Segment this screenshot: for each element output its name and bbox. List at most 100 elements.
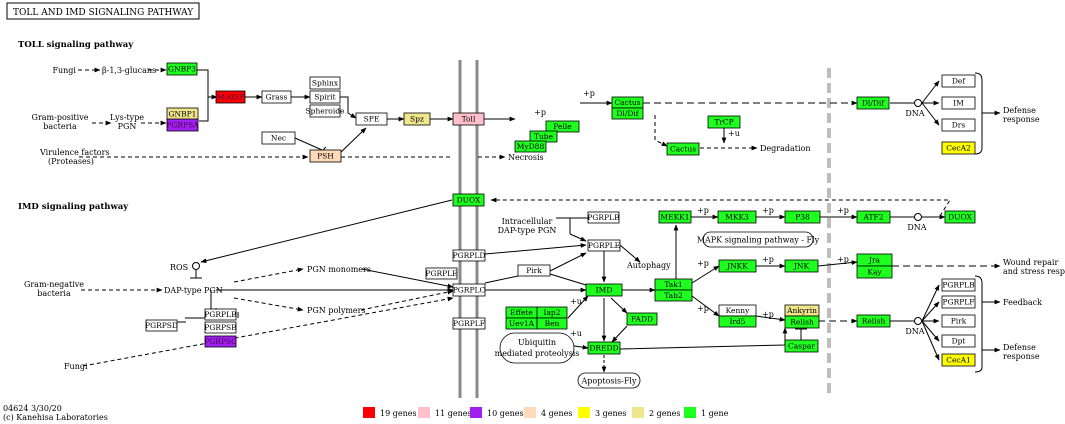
gene-node[interactable]: Pirk <box>941 314 976 328</box>
gene-node[interactable]: P38 <box>784 210 821 224</box>
gene-node-label: Kenny <box>726 306 751 315</box>
gene-node[interactable]: GNBP3 <box>166 62 198 76</box>
gene-node-label: PGRPLB <box>942 281 975 290</box>
gene-node[interactable]: Tube <box>529 130 558 143</box>
gene-node[interactable]: Dpt <box>941 334 976 348</box>
gene-node-label: GNBP1 <box>169 110 197 119</box>
gene-node[interactable]: PGRPLE <box>425 267 458 280</box>
gene-node[interactable]: DREDD <box>587 341 621 355</box>
gene-node-box <box>204 335 237 348</box>
gene-node[interactable]: Ben <box>536 317 568 330</box>
pathway-map-label: MAPK signaling pathway - Fly <box>697 236 820 245</box>
gene-node-box <box>166 62 198 76</box>
gene-node[interactable]: Def <box>941 74 976 88</box>
gene-node[interactable]: MEKK1 <box>658 210 692 224</box>
gene-node-box <box>658 210 692 224</box>
gene-node[interactable]: IMD <box>585 283 623 297</box>
gene-node[interactable]: Sphinx <box>309 76 341 90</box>
gene-node[interactable]: FADD <box>626 312 658 326</box>
gene-node[interactable]: Pirk <box>517 264 551 277</box>
gene-node[interactable]: PGRPLB <box>204 308 237 321</box>
gene-node[interactable]: DUOX <box>452 193 485 207</box>
gene-node-label: JNK <box>793 262 810 271</box>
gene-node[interactable]: Uev1A <box>505 317 538 330</box>
gene-node[interactable]: PGRPSD <box>145 319 178 332</box>
gene-node[interactable]: Effete <box>505 306 538 319</box>
gene-node-label: DREDD <box>589 344 618 353</box>
gene-node[interactable]: Pelle <box>545 120 580 133</box>
diagram-label: Lys-type <box>110 113 144 122</box>
gene-node-label: FADD <box>631 315 653 324</box>
pathway-map-link[interactable]: Apoptosis-Fly <box>577 372 641 389</box>
gene-node[interactable]: JNK <box>784 259 819 273</box>
gene-node[interactable]: Iap2 <box>536 306 568 319</box>
gene-node-box <box>215 90 246 104</box>
gene-node[interactable]: Jra <box>856 253 893 267</box>
gene-node-label: Uev1A <box>509 319 535 328</box>
gene-node[interactable]: Drs <box>941 118 976 132</box>
gene-node-label: Ankyrin <box>786 306 817 315</box>
gene-node-box <box>856 96 890 110</box>
gene-node[interactable]: Grass <box>261 90 292 104</box>
gene-node[interactable]: Ird5 <box>718 315 757 328</box>
pathway-map-link[interactable]: MAPK signaling pathway - Fly <box>697 231 820 248</box>
gene-node[interactable]: PGRPSA <box>166 118 199 132</box>
gene-node[interactable]: PGRPLB <box>941 278 976 292</box>
gene-node[interactable]: PGRPLE <box>587 239 621 252</box>
gene-node[interactable]: ATF2 <box>856 210 891 224</box>
gene-node-box <box>718 315 757 328</box>
gene-node[interactable]: DUOX <box>944 210 976 224</box>
gene-node[interactable]: Relish <box>784 315 820 329</box>
gene-node[interactable]: Cactus <box>666 142 700 156</box>
gene-node[interactable]: ModSP <box>215 90 246 104</box>
gene-node[interactable]: PSH <box>309 149 342 163</box>
gene-node[interactable]: CecA1 <box>941 353 976 367</box>
gene-node[interactable]: Relish <box>856 314 891 328</box>
gene-node[interactable]: Spheroide <box>306 104 346 118</box>
gene-node[interactable]: Kay <box>856 265 893 279</box>
legend-swatch <box>363 407 375 418</box>
gene-node[interactable]: CecA2 <box>941 141 976 155</box>
gene-node[interactable]: Dl/Dif <box>856 96 890 110</box>
gene-node-label: Dl/Dif <box>616 109 639 118</box>
gene-node-box <box>856 210 891 224</box>
diagram-label: Defense <box>1003 106 1036 115</box>
gene-node[interactable]: Cactus <box>611 96 644 109</box>
gene-node[interactable]: Spirit <box>309 90 341 104</box>
gene-node[interactable]: IM <box>941 96 976 110</box>
gene-node[interactable]: PGRPLC <box>452 283 486 297</box>
gene-node-box <box>309 90 341 104</box>
gene-node[interactable]: PGRPSC <box>204 335 237 348</box>
gene-node-box <box>784 315 820 329</box>
gene-node-box <box>166 118 199 132</box>
gene-node[interactable]: TrCP <box>707 115 741 129</box>
gene-node[interactable]: GNBP1 <box>166 107 199 121</box>
gene-node[interactable]: SPE <box>355 112 388 126</box>
gene-node[interactable]: PGRPLD <box>452 249 486 262</box>
gene-node-label: Tab2 <box>664 291 683 300</box>
gene-node[interactable]: Spz <box>403 112 431 126</box>
gene-node[interactable]: JNKK <box>718 259 757 273</box>
gene-node[interactable]: Caspar <box>784 339 819 353</box>
diagram-label: β-1,3-glucans <box>102 66 156 75</box>
gene-node-label: Sphinx <box>312 79 339 88</box>
gene-node[interactable]: Nec <box>261 131 296 145</box>
gene-node[interactable]: MyD88 <box>514 140 547 153</box>
gene-node[interactable]: PGRPLF <box>452 317 486 330</box>
diagram-label: +p <box>762 206 774 215</box>
gene-node[interactable]: PGRPLB <box>587 211 620 224</box>
gene-node[interactable]: PGRPLF <box>941 295 976 309</box>
title-box: TOLL AND IMD SIGNALING PATHWAY <box>6 2 200 20</box>
gene-node[interactable]: PGRPSB <box>204 321 237 334</box>
gene-node-box <box>941 334 976 348</box>
gene-node[interactable]: Kenny <box>718 304 757 317</box>
gene-node[interactable]: Toll <box>452 112 485 126</box>
gene-node[interactable]: Ankyrin <box>784 304 820 317</box>
gene-node[interactable]: MKK3 <box>717 210 757 224</box>
gene-node[interactable]: Tak1 <box>654 278 693 291</box>
gene-node[interactable]: Dl/Dif <box>611 107 644 120</box>
diagram-label: Gram-negative <box>24 280 84 289</box>
gene-node[interactable]: Tab2 <box>654 289 693 302</box>
